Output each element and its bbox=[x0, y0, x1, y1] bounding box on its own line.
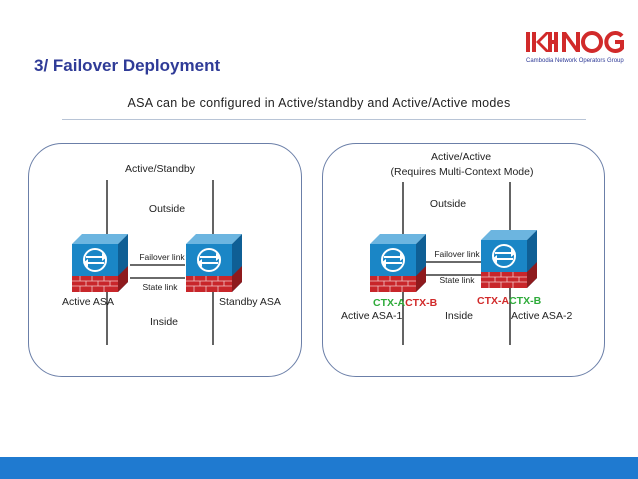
logo-mark-icon bbox=[526, 31, 624, 53]
active-standby-panel bbox=[28, 143, 302, 377]
asa-1-ctx-b: CTX-B bbox=[405, 297, 438, 309]
state-link-label-right: State link bbox=[439, 275, 475, 285]
outside-label: Outside bbox=[148, 203, 186, 215]
khnog-logo: Cambodia Network Operators Group bbox=[524, 26, 636, 72]
mode-label-active-active: Active/Active bbox=[430, 151, 492, 163]
logo-org-name: Cambodia Network Operators Group bbox=[526, 58, 624, 64]
active-asa-label: Active ASA bbox=[62, 296, 114, 308]
inside-label: Inside bbox=[149, 316, 179, 328]
outside-label-right: Outside bbox=[429, 198, 467, 210]
asa-2-ctx-b: CTX-B bbox=[509, 295, 542, 307]
mode-label-active-standby: Active/Standby bbox=[124, 163, 196, 175]
title-divider bbox=[62, 119, 586, 120]
state-link-label: State link bbox=[142, 282, 178, 292]
inside-label-right: Inside bbox=[444, 310, 474, 322]
slide-title: 3/ Failover Deployment bbox=[34, 56, 221, 75]
active-asa-2-label: Active ASA-2 bbox=[511, 310, 573, 322]
asa-1-contexts: CTX-ACTX-B bbox=[373, 297, 437, 309]
active-asa-1-label: Active ASA-1 bbox=[341, 310, 403, 322]
active-asa-2-device-icon bbox=[480, 229, 538, 289]
asa-2-ctx-a: CTX-A bbox=[477, 295, 510, 307]
asa-1-ctx-a: CTX-A bbox=[373, 297, 406, 309]
standby-asa-device-icon bbox=[185, 233, 243, 293]
standby-asa-label: Standby ASA bbox=[219, 296, 281, 308]
asa-2-contexts: CTX-ACTX-B bbox=[477, 295, 541, 307]
slide-subtitle: ASA can be configured in Active/standby … bbox=[127, 96, 511, 110]
footer-bar bbox=[0, 457, 638, 479]
failover-link-label-right: Failover link bbox=[434, 249, 480, 259]
active-active-panel bbox=[322, 143, 605, 377]
mode-note: (Requires Multi-Context Mode) bbox=[390, 166, 534, 178]
active-asa-device-icon bbox=[71, 233, 129, 293]
failover-link-label: Failover link bbox=[139, 252, 185, 262]
active-asa-1-device-icon bbox=[369, 233, 427, 293]
